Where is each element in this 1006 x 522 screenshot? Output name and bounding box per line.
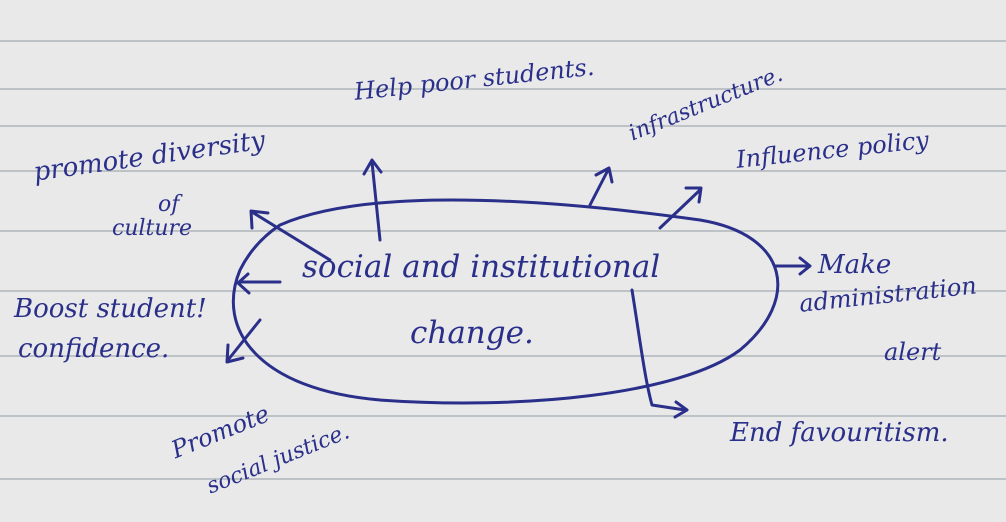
label-end-favouritism: End favouritism.: [730, 418, 949, 448]
arrow-social: [225, 318, 262, 364]
ruled-line: [0, 355, 1006, 357]
ruled-line: [0, 88, 1006, 90]
center-oval: [231, 198, 780, 405]
label-make-3: alert: [884, 338, 942, 366]
label-boost-1: Boost student!: [14, 294, 207, 324]
arrow-infrastructure: [588, 166, 614, 207]
ruled-line: [0, 415, 1006, 417]
arrow-influence: [658, 186, 703, 230]
ruled-line: [0, 40, 1006, 42]
arrow-boost: [236, 272, 282, 295]
ruled-line: [0, 478, 1006, 480]
label-promote-diversity-3: culture: [112, 216, 193, 241]
arrow-end-fav: [630, 288, 689, 419]
arrow-diversity: [249, 209, 332, 262]
center-text-line2: change.: [410, 315, 534, 351]
ruled-line: [0, 290, 1006, 292]
label-promote-diversity-2: of: [158, 192, 180, 217]
ruled-line: [0, 125, 1006, 127]
ruled-line: [0, 170, 1006, 172]
ruled-line: [0, 230, 1006, 232]
label-boost-2: confidence.: [18, 334, 170, 364]
arrow-make: [773, 256, 812, 276]
label-make-1: Make: [818, 250, 892, 280]
center-text-line1: social and institutional: [302, 249, 661, 285]
arrow-help-poor: [362, 158, 383, 242]
